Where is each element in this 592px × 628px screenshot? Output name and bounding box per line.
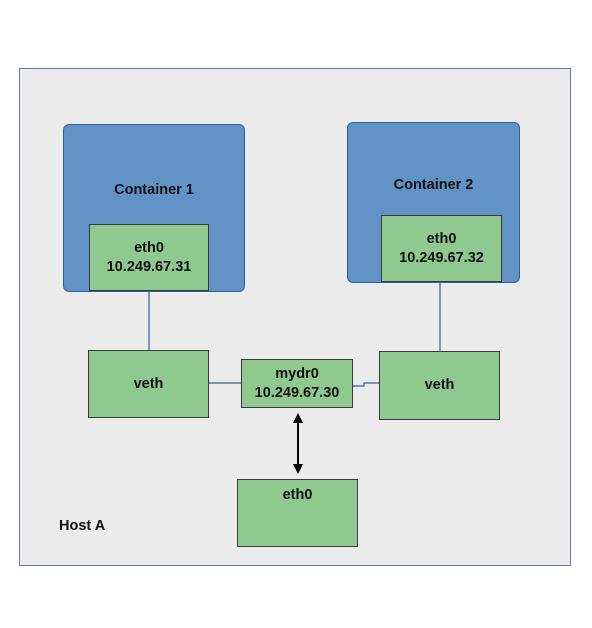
container-1-title: Container 1 [114, 182, 194, 198]
container-1-eth0-name: eth0 [134, 239, 164, 256]
host-eth0: eth0 [237, 479, 358, 547]
container-2-eth0-ip: 10.249.67.32 [399, 249, 484, 266]
container-2-eth0: eth0 10.249.67.32 [381, 215, 502, 282]
container-1-eth0: eth0 10.249.67.31 [89, 224, 209, 291]
container-1-eth0-ip: 10.249.67.31 [106, 258, 192, 275]
container-2-eth0-name: eth0 [426, 230, 457, 247]
host-eth0-name: eth0 [282, 487, 313, 503]
veth-left-label: veth [133, 375, 164, 392]
veth-right: veth [379, 351, 500, 420]
veth-right-label: veth [424, 377, 455, 393]
container-2-title: Container 2 [393, 177, 474, 193]
bridge-name: mydr0 [275, 365, 319, 382]
bridge-ip: 10.249.67.30 [254, 384, 340, 401]
host-label: Host A [59, 518, 106, 534]
bridge-mydr0: mydr0 10.249.67.30 [241, 359, 353, 408]
veth-left: veth [88, 350, 209, 418]
